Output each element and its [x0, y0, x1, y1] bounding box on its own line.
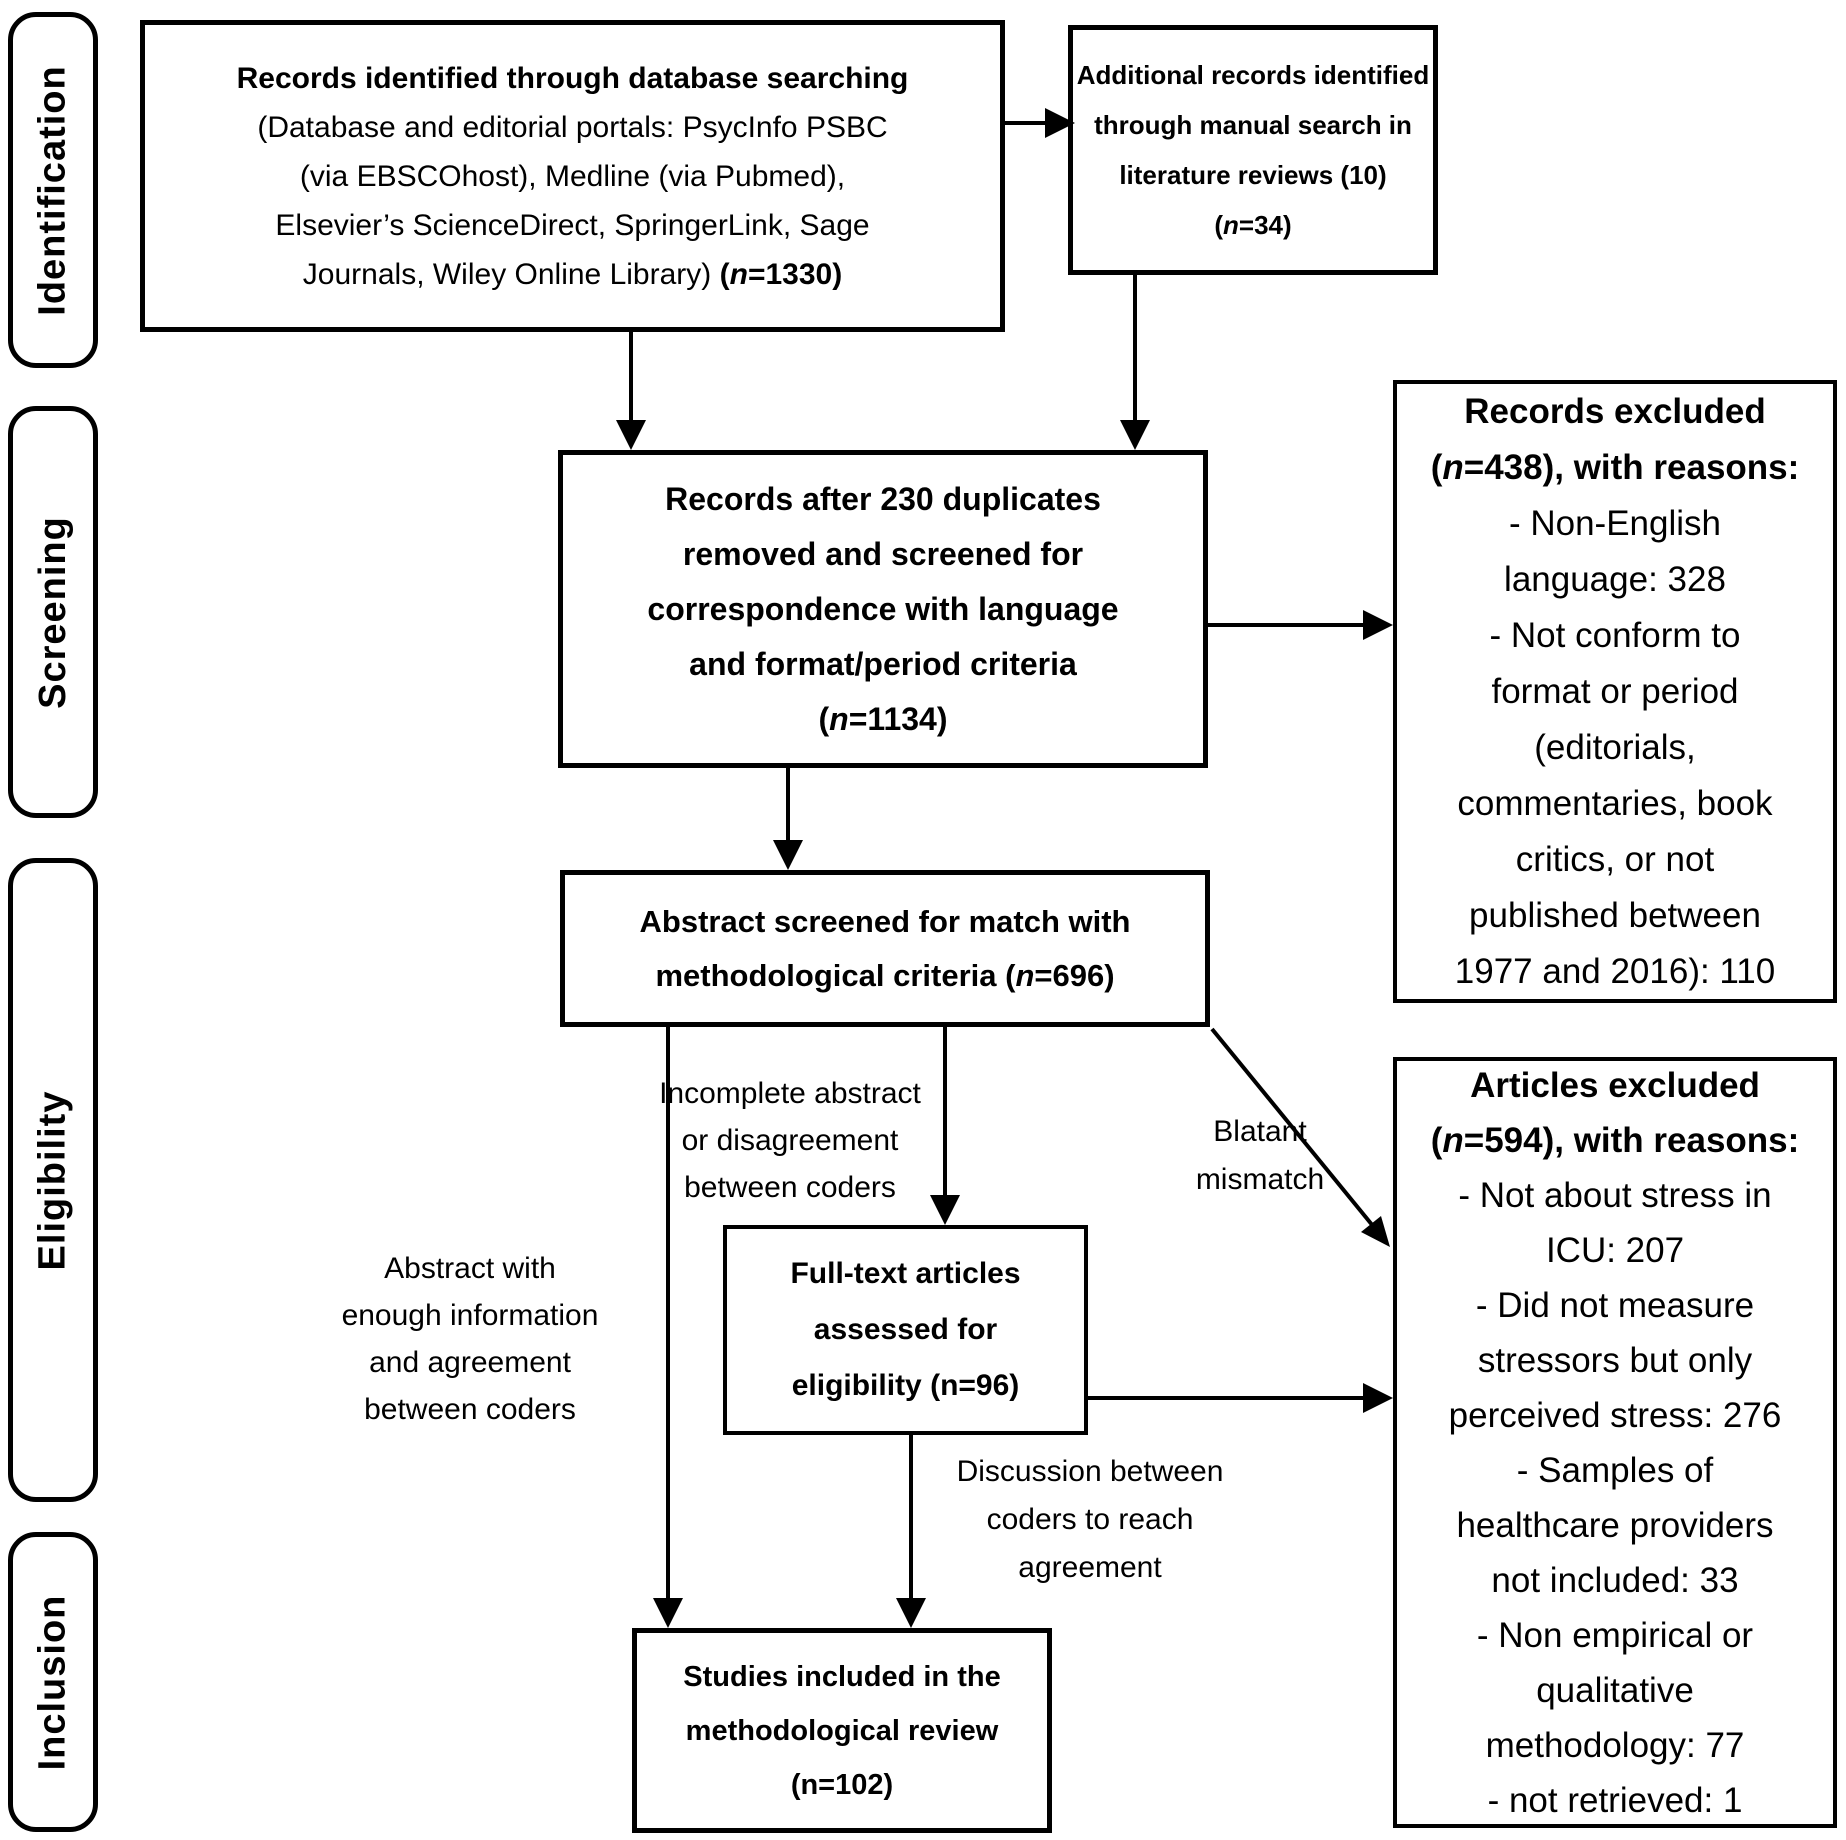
box-records-identified: Records identified through database sear… — [140, 20, 1005, 332]
arrow-identified-to-duplicates-line — [629, 332, 633, 422]
arrow-abstract-to-included-head — [653, 1598, 683, 1628]
arrow-fulltext-to-articles-excluded-head — [1363, 1383, 1393, 1413]
arrow-fulltext-to-included-head — [896, 1598, 926, 1628]
arrow-identified-to-additional-head — [1045, 108, 1075, 138]
arrow-abstract-to-fulltext-head — [930, 1195, 960, 1225]
arrow-duplicates-to-records-excluded-head — [1363, 610, 1393, 640]
arrow-duplicates-to-records-excluded-line — [1207, 623, 1365, 627]
arrow-duplicates-to-abstract-head — [773, 840, 803, 870]
stage-label-screening: Screening — [8, 406, 98, 818]
arrow-abstract-to-fulltext-line — [943, 1027, 947, 1197]
stage-label-identification: Identification — [8, 12, 98, 368]
stage-label-eligibility: Eligibility — [8, 858, 98, 1502]
arrow-fulltext-to-articles-excluded-line — [1088, 1396, 1365, 1400]
arrow-duplicates-to-abstract-line — [786, 768, 790, 842]
arrow-fulltext-to-included-line — [909, 1435, 913, 1600]
stage-label-inclusion: Inclusion — [8, 1532, 98, 1832]
arrow-abstract-to-included-line — [666, 1027, 670, 1600]
box-articles-excluded: Articles excluded(n=594), with reasons:-… — [1393, 1057, 1837, 1828]
arrow-additional-to-duplicates-head — [1120, 420, 1150, 450]
arrow-additional-to-duplicates-line — [1133, 275, 1137, 422]
arrow-identified-to-additional-line — [1005, 121, 1050, 125]
box-records-excluded: Records excluded(n=438), with reasons:- … — [1393, 380, 1837, 1003]
arrow-identified-to-duplicates-head — [616, 420, 646, 450]
